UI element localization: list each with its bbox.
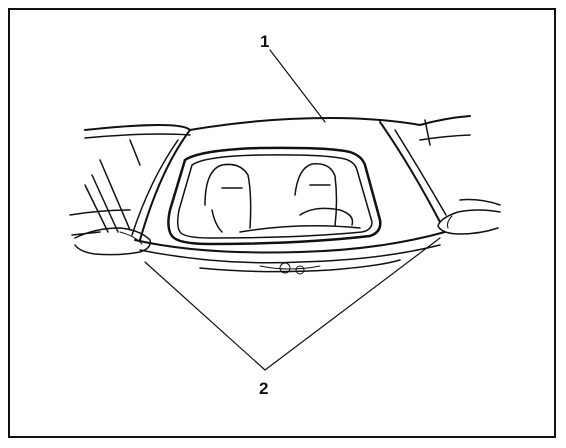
rear-window: [167, 146, 382, 246]
left-hand: [74, 227, 152, 256]
roof-header: [84, 115, 471, 166]
leader-lines: [144, 49, 441, 371]
seats: [204, 163, 361, 233]
right-side-panel: [379, 121, 501, 223]
left-side-panel: [69, 129, 191, 241]
callout-2-label: 2: [259, 379, 269, 398]
callout-1-label: 1: [260, 32, 270, 51]
lower-body: [134, 231, 446, 275]
right-hand: [437, 209, 501, 235]
diagram-frame: [8, 8, 556, 438]
